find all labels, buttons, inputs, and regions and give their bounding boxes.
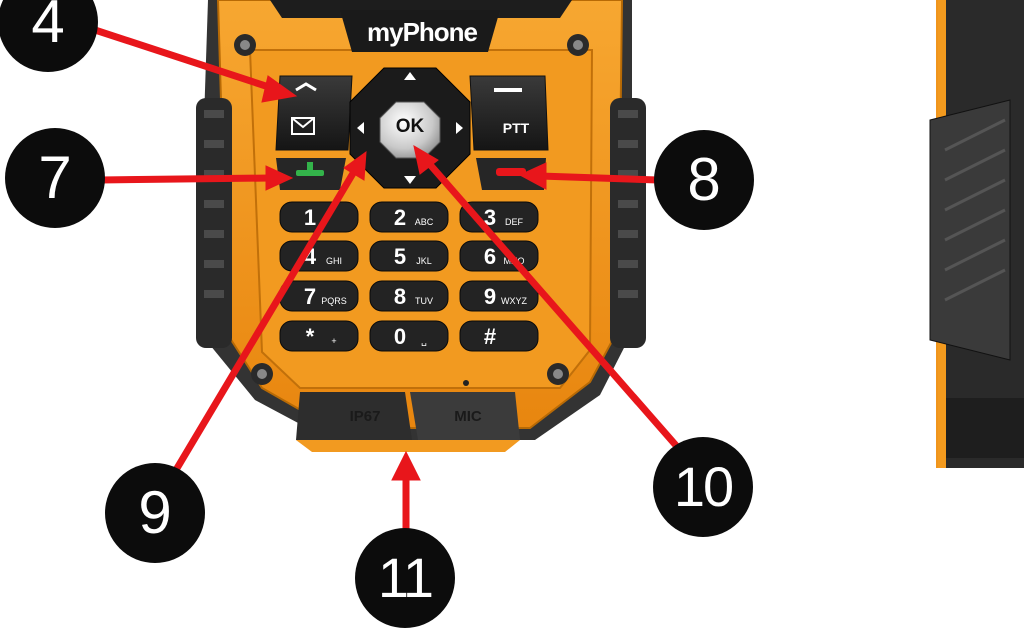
key-digit: 2	[394, 205, 406, 230]
arrow-7	[100, 178, 270, 180]
key-digit: 5	[394, 244, 406, 269]
right-softkey-bar	[494, 88, 522, 92]
key-letters: TUV	[415, 296, 433, 306]
key-hash[interactable]: #	[460, 321, 538, 351]
key-digit: #	[484, 324, 496, 349]
key-digit: 6	[484, 244, 496, 269]
key-letters: ␣	[421, 336, 427, 347]
key-letters: PQRS	[321, 296, 347, 306]
callout-10: 10	[653, 437, 753, 537]
phone-front: 12ABC3DEF4GHI5JKL6MNO7PQRS8TUV9WXYZ*+0␣#	[196, 0, 646, 452]
microphone-hole	[463, 380, 469, 386]
phone-side-view	[930, 0, 1024, 468]
key-9[interactable]: 9 WXYZ	[460, 281, 538, 311]
key-letters: ABC	[415, 217, 434, 227]
ip-rating-label: IP67	[330, 408, 400, 425]
key-digit: *	[306, 324, 315, 349]
key-2[interactable]: 2 ABC	[370, 202, 448, 232]
brand-logo: myPhone	[352, 14, 492, 50]
callout-8: 8	[654, 130, 754, 230]
arrow-11-head	[392, 452, 420, 480]
key-digit: 8	[394, 284, 406, 309]
key-letters: +	[331, 336, 336, 346]
ptt-label: PTT	[492, 120, 540, 136]
right-grip	[610, 98, 646, 348]
key-letters: DEF	[505, 217, 524, 227]
key-digit: 1	[304, 205, 316, 230]
callout-7: 7	[5, 128, 105, 228]
ok-label: OK	[390, 116, 430, 138]
arrow-8	[540, 176, 658, 180]
key-letters: WXYZ	[501, 296, 528, 306]
key-star[interactable]: *+	[280, 321, 358, 351]
mic-label: MIC	[448, 408, 488, 425]
key-5[interactable]: 5 JKL	[370, 241, 448, 271]
left-grip	[196, 98, 232, 348]
key-7[interactable]: 7 PQRS	[280, 281, 358, 311]
key-letters: GHI	[326, 256, 342, 266]
key-letters: JKL	[416, 256, 432, 266]
key-digit: 7	[304, 284, 316, 309]
key-digit: 0	[394, 324, 406, 349]
key-8[interactable]: 8 TUV	[370, 281, 448, 311]
side-bottom-cap	[946, 398, 1024, 458]
callout-9: 9	[105, 463, 205, 563]
bottom-edge	[296, 440, 520, 452]
key-digit: 9	[484, 284, 496, 309]
key-0[interactable]: 0␣	[370, 321, 448, 351]
ptt-key[interactable]	[470, 76, 548, 150]
callout-11: 11	[355, 528, 455, 628]
